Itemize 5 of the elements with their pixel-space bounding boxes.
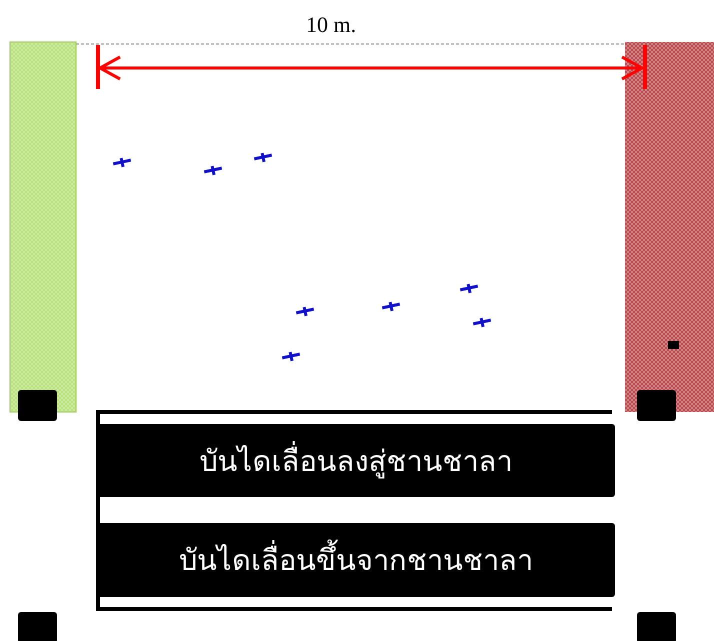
escalator-bar — [97, 523, 615, 597]
escalator-bar — [97, 424, 615, 497]
dimension-label: 10 m. — [306, 12, 356, 38]
escalator-label: บันไดเลื่อนลงสู่ชานชาลา — [200, 438, 512, 484]
escalator-label: บันไดเลื่อนขึ้นจากชานชาลา — [179, 537, 533, 583]
